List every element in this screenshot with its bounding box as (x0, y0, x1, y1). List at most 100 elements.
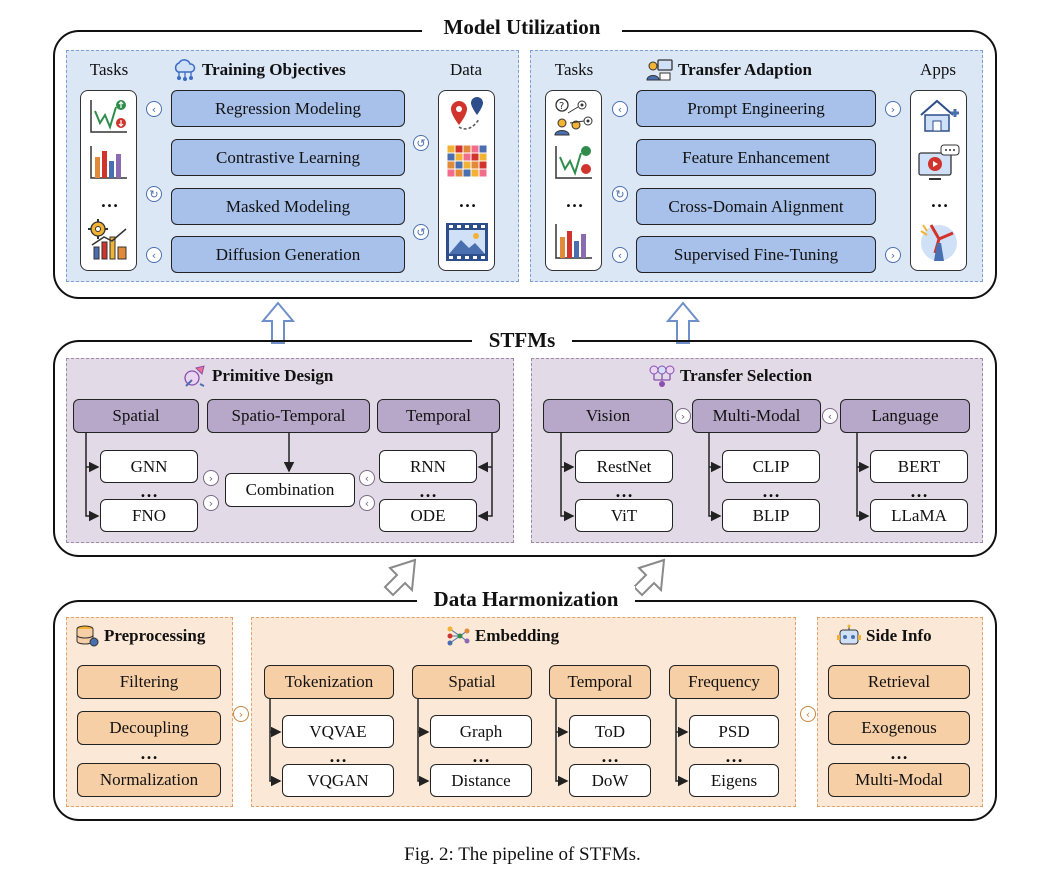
gear-chart-icon (88, 219, 127, 260)
arrow-refresh-icon: ↺ (413, 224, 429, 240)
prompt-engineering-box: Prompt Engineering (636, 90, 876, 127)
arrow-left-icon: ‹ (612, 101, 628, 117)
vqgan-box: VQGAN (282, 764, 394, 797)
temporal-header-box: Temporal (377, 399, 500, 433)
figure-caption: Fig. 2: The pipeline of STFMs. (404, 844, 641, 865)
transfer-tasks-ellipsis: … (565, 191, 584, 211)
cross-domain-alignment-box: Cross-Domain Alignment (636, 188, 876, 225)
image-film-icon (446, 223, 488, 261)
multi-modal-header-box: Multi-Modal (692, 399, 821, 433)
multimodal-ellipsis: … (762, 481, 780, 501)
llama-box: LLaMA (870, 499, 968, 532)
regression-modeling-box: Regression Modeling (171, 90, 405, 127)
model-utilization-title: Model Utilization (422, 14, 622, 40)
graph-box: Graph (430, 715, 532, 748)
svg-text:?: ? (559, 101, 564, 112)
gnn-box: GNN (100, 450, 198, 483)
dow-box: DoW (569, 764, 651, 797)
monitor-video-icon (918, 144, 960, 180)
transfer-apps-ellipsis: … (930, 191, 949, 211)
up-arrow-icon (260, 301, 296, 344)
transfer-tasks-column: ? … (545, 90, 602, 271)
neural-network-icon (445, 624, 471, 648)
preprocessing-label: Preprocessing (104, 626, 206, 645)
transfer-tasks-label: Tasks (554, 60, 594, 79)
psd-box: PSD (689, 715, 779, 748)
arrow-left-icon: ‹ (612, 247, 628, 263)
vision-ellipsis: … (615, 481, 633, 501)
exogenous-box: Exogenous (828, 711, 970, 745)
transfer-selection-title: Transfer Selection (648, 364, 812, 388)
vit-box: ViT (575, 499, 673, 532)
transfer-apps-column: … (910, 90, 967, 271)
heatmap-grid-icon (446, 144, 488, 178)
training-objectives-title: Training Objectives (172, 58, 346, 82)
transfer-adaption-label: Transfer Adaption (678, 60, 812, 79)
up-arrow-icon (383, 558, 417, 597)
preprocessing-title: Preprocessing (74, 624, 205, 648)
arrow-left-icon: ‹ (146, 247, 162, 263)
spatial-header-box: Spatial (73, 399, 199, 433)
arrow-right-icon: › (675, 408, 691, 424)
up-arrow-icon (632, 558, 666, 597)
arrow-right-icon: › (203, 495, 219, 511)
distance-box: Distance (430, 764, 532, 797)
bert-box: BERT (870, 450, 968, 483)
transfer-selection-label: Transfer Selection (680, 366, 813, 385)
arrow-left-icon: ‹ (359, 470, 375, 486)
up-arrow-icon (665, 301, 701, 344)
house-icon (920, 99, 959, 132)
robot-icon (836, 624, 862, 648)
arrow-right-icon: › (885, 101, 901, 117)
embedding-title: Embedding (445, 624, 559, 648)
design-tools-icon (182, 364, 208, 388)
supervised-fine-tuning-box: Supervised Fine-Tuning (636, 236, 876, 273)
training-tasks-ellipsis: … (100, 191, 119, 211)
arrow-right-icon: › (885, 247, 901, 263)
clip-box: CLIP (722, 450, 820, 483)
language-ellipsis: … (910, 481, 928, 501)
training-data-column: … (438, 90, 495, 271)
feature-enhancement-box: Feature Enhancement (636, 139, 876, 176)
line-chart-icon (555, 146, 592, 179)
spatio-temporal-header-box: Spatio-Temporal (207, 399, 370, 433)
spatial-ellipsis: … (140, 481, 158, 501)
line-chart-icon (90, 100, 127, 133)
training-tasks-label: Tasks (89, 60, 129, 79)
frequency-header-box: Frequency (669, 665, 779, 699)
rnn-box: RNN (379, 450, 477, 483)
computer-person-icon (646, 58, 674, 82)
preprocessing-ellipsis: … (140, 743, 158, 763)
blip-box: BLIP (722, 499, 820, 532)
arrow-left-icon: ‹ (822, 408, 838, 424)
vision-header-box: Vision (543, 399, 673, 433)
masked-modeling-box: Masked Modeling (171, 188, 405, 225)
temporal-embedding-header-box: Temporal (549, 665, 651, 699)
embedding-label: Embedding (475, 626, 560, 645)
contrastive-learning-box: Contrastive Learning (171, 139, 405, 176)
temporal-ellipsis: … (419, 481, 437, 501)
bar-chart-icon (90, 146, 127, 179)
transfer-adaption-title: Transfer Adaption (646, 58, 812, 82)
vqvae-box: VQVAE (282, 715, 394, 748)
side-info-label: Side Info (866, 626, 932, 645)
multi-modal-side-box: Multi-Modal (828, 763, 970, 797)
arrow-left-icon: ‹ (800, 706, 816, 722)
language-header-box: Language (840, 399, 970, 433)
arrow-refresh-icon: ↺ (413, 135, 429, 151)
tokenization-ellipsis: … (329, 746, 347, 766)
arrow-left-icon: ‹ (146, 101, 162, 117)
primitive-design-label: Primitive Design (212, 366, 334, 385)
stfms-title: STFMs (472, 327, 572, 353)
tod-box: ToD (569, 715, 651, 748)
database-gear-icon (74, 624, 100, 648)
cloud-network-icon (172, 58, 198, 82)
filtering-box: Filtering (77, 665, 221, 699)
retrieval-box: Retrieval (828, 665, 970, 699)
bar-chart-icon (555, 224, 592, 259)
primitive-design-title: Primitive Design (182, 364, 333, 388)
arrow-right-icon: › (203, 470, 219, 486)
arrow-refresh-icon: ↻ (146, 186, 162, 202)
spatial-embedding-ellipsis: … (472, 746, 490, 766)
network-people-icon (648, 364, 676, 388)
